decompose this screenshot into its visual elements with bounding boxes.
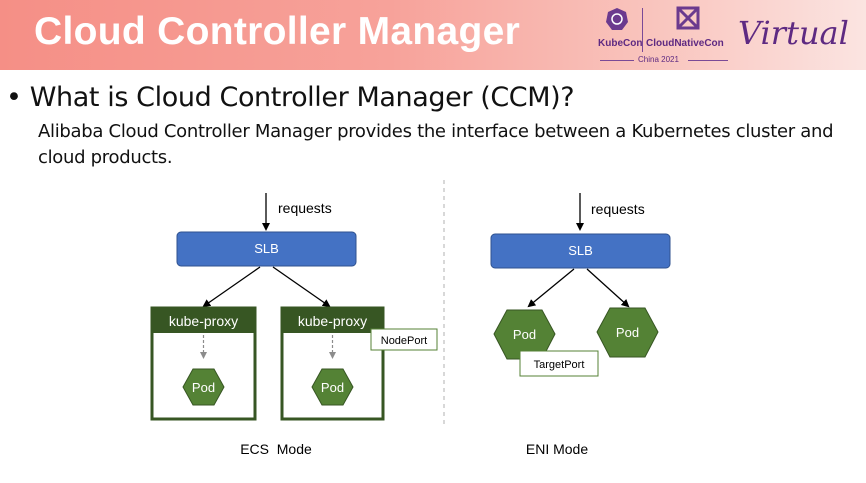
eni-pod-left-label: Pod (513, 327, 536, 342)
title-bar: Cloud Controller Manager KubeCon CloudNa… (0, 0, 866, 70)
ecs-pod-right (311, 368, 354, 406)
eni-pod-right-label: Pod (616, 325, 639, 340)
eni-pod-right (596, 307, 659, 358)
kubecon-label: KubeCon (598, 38, 643, 49)
description-text: Alibaba Cloud Controller Manager provide… (38, 121, 834, 168)
cloudnativecon-logo-icon (676, 6, 700, 30)
kubecon-logo-icon (606, 8, 628, 30)
eni-requests-label: requests (591, 201, 645, 217)
ecs-mode-diagram: requests SLB kube-proxy Pod kube-proxy P… (150, 193, 438, 457)
ecs-pod-left (182, 368, 225, 406)
ecs-pod-left-label: Pod (192, 380, 215, 395)
event-branding: KubeCon CloudNativeCon China 2021 Virtua… (580, 0, 866, 70)
ecs-node-left-label: kube-proxy (169, 313, 238, 329)
eni-arrow-right (586, 268, 630, 308)
brand-divider (642, 8, 643, 52)
eni-arrow-left (527, 268, 575, 308)
ecs-slb-label: SLB (254, 241, 279, 256)
ecs-slb-box (176, 231, 357, 267)
ecs-pod-right-label: Pod (321, 380, 344, 395)
event-line-left (600, 60, 634, 61)
ecs-port-box (370, 328, 438, 351)
ecs-node-right-header (282, 308, 383, 333)
eni-port-label: TargetPort (534, 359, 585, 371)
eni-slb-box (490, 233, 671, 269)
ecs-node-left-header (152, 308, 255, 333)
event-label: China 2021 (638, 55, 679, 64)
eni-mode-caption: ENI Mode (526, 441, 588, 457)
virtual-label: Virtual (738, 14, 849, 52)
eni-mode-diagram: requests SLB Pod Pod TargetPort ENI Mode (490, 193, 671, 457)
eni-slb-label: SLB (568, 243, 593, 258)
slide-title: Cloud Controller Manager (34, 10, 521, 53)
ecs-arrow-right (272, 266, 331, 308)
ecs-mode-caption: ECS Mode (240, 441, 312, 457)
ecs-port-label: NodePort (381, 335, 427, 347)
ecs-node-right-label: kube-proxy (298, 313, 367, 329)
eni-pod-left (493, 309, 556, 360)
question-heading: • What is Cloud Controller Manager (CCM)… (6, 82, 575, 113)
brand-logos (606, 6, 700, 30)
event-line-right (688, 60, 728, 61)
eni-port-box (519, 350, 599, 377)
ecs-requests-label: requests (278, 200, 332, 216)
cloudnativecon-label: CloudNativeCon (646, 38, 724, 49)
ecs-arrow-left (202, 266, 261, 308)
